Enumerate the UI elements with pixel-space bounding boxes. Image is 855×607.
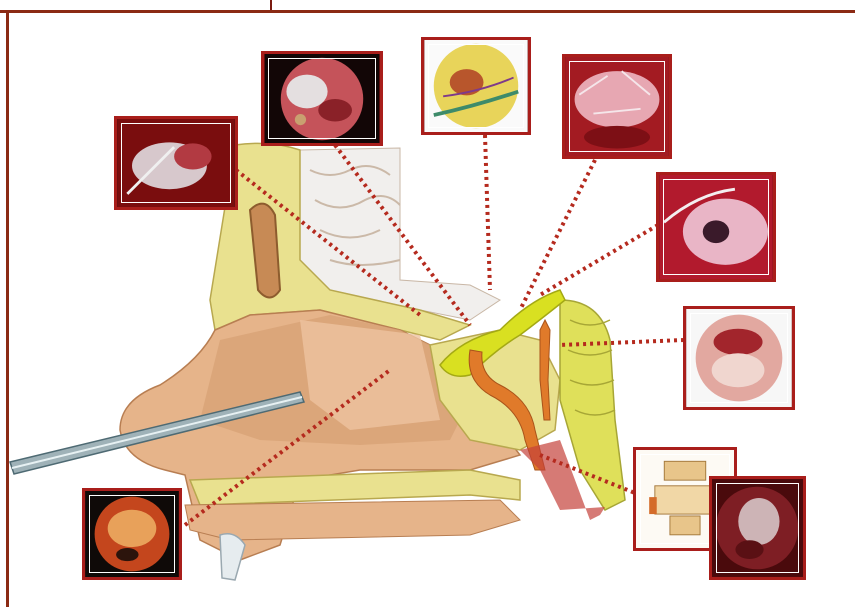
inset-bottom-left [82,488,182,580]
front-tooth [220,534,245,580]
inset-top-2 [261,51,383,146]
inset-top-left [114,116,238,210]
inset-right-2 [683,306,795,410]
inset-top-3 [421,37,531,135]
inset-right-1 [656,172,776,282]
inset-bottom-right-b [709,476,806,580]
connector-4 [520,160,595,310]
connector-3 [485,135,490,290]
inset-top-4 [562,54,672,159]
